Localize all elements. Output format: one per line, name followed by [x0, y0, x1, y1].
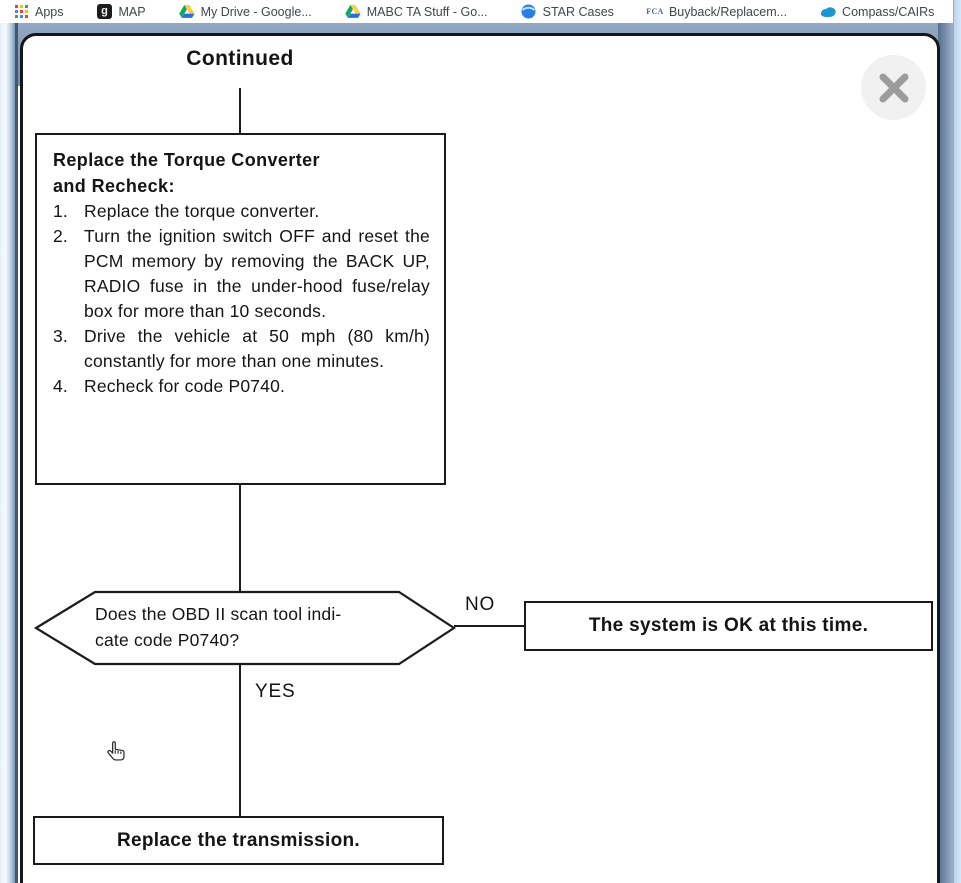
flow-result-box-ok: The system is OK at this time. — [524, 601, 933, 651]
flow-start-label: Continued — [186, 47, 294, 70]
instruction-steps: 1. Replace the torque converter. 2. Turn… — [53, 199, 430, 399]
flow-decision-shape — [33, 589, 457, 667]
document-viewer-panel: Continued Replace the Torque Converter a… — [20, 33, 940, 883]
flow-instruction-box: Replace the Torque Converter and Recheck… — [35, 133, 446, 485]
bookmark-label: MAP — [118, 4, 146, 19]
close-icon — [879, 73, 908, 102]
no-branch-label: NO — [465, 594, 496, 615]
bookmark-label: Apps — [35, 4, 64, 19]
flow-end-box: Replace the transmission. — [33, 816, 444, 865]
bookmark-label: My Drive - Google... — [200, 4, 312, 19]
decision-question: Does the OBD II scan tool indi- cate cod… — [95, 604, 342, 650]
globe-icon — [521, 4, 537, 20]
bookmark-label: MABC TA Stuff - Go... — [366, 4, 488, 19]
hand-cursor-icon — [107, 741, 125, 761]
bookmark-buyback[interactable]: FCA Buyback/Replacem... — [646, 4, 788, 20]
bookmark-label: Compass/CAIRs — [842, 4, 935, 19]
bookmark-compass[interactable]: Compass/CAIRs — [820, 4, 934, 20]
instruction-step: 1. Replace the torque converter. — [53, 201, 320, 221]
fca-favicon-icon: FCA — [646, 7, 664, 16]
decision-hexagon-outline — [33, 590, 457, 666]
instruction-heading: Replace the Torque Converter and Recheck… — [53, 150, 320, 196]
yes-branch-label: YES — [255, 681, 296, 702]
connector-line — [239, 88, 241, 135]
apps-grid-icon — [13, 4, 29, 20]
connector-line-no — [454, 625, 524, 627]
bookmark-star-cases[interactable]: STAR Cases — [521, 4, 614, 20]
instruction-step: 2. Turn the ignition switch OFF and rese… — [53, 226, 430, 321]
bookmark-label: STAR Cases — [542, 4, 614, 19]
instruction-step: 4. Recheck for code P0740. — [53, 376, 286, 396]
connector-line — [239, 664, 241, 817]
close-button[interactable] — [861, 55, 926, 120]
window-left-edge — [0, 0, 18, 883]
map-favicon-icon: g — [97, 4, 113, 20]
bookmarks-bar: Apps g MAP My Drive - Google... — [0, 0, 953, 23]
google-drive-icon — [345, 4, 361, 20]
bookmark-mabc-ta-stuff[interactable]: MABC TA Stuff - Go... — [345, 4, 488, 20]
bookmark-my-drive[interactable]: My Drive - Google... — [178, 4, 312, 20]
page-background-right — [938, 23, 953, 883]
bookmark-label: Buyback/Replacem... — [668, 4, 788, 19]
blue-cloud-icon — [820, 4, 836, 20]
connector-line — [239, 485, 241, 592]
bookmark-apps[interactable]: Apps — [13, 4, 64, 20]
bookmark-map[interactable]: g MAP — [97, 4, 146, 20]
google-drive-icon — [178, 4, 195, 20]
page-scrollbar[interactable] — [953, 0, 961, 883]
instruction-step: 3. Drive the vehicle at 50 mph (80 km/h)… — [53, 326, 430, 371]
